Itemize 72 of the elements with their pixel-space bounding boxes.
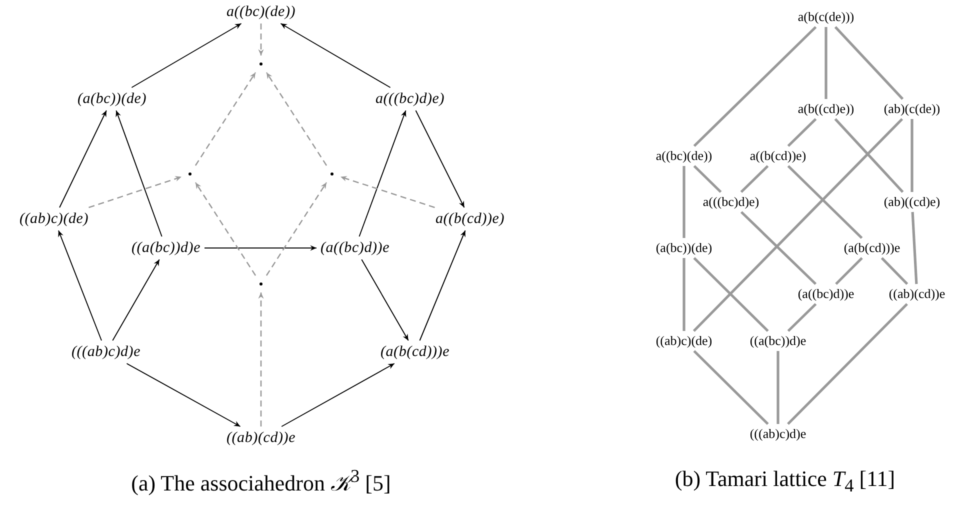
bracketing-label: a(b((cd)e)): [796, 100, 856, 118]
arrow: [258, 292, 264, 426]
bracketing-label: a(((bc)d)e): [700, 194, 762, 210]
bracketing-label: a((bc)(de)): [654, 148, 714, 164]
lattice-line: [835, 257, 863, 285]
vertex-dot: [188, 172, 192, 176]
bracketing-label: (a((bc)d))e: [796, 286, 856, 302]
lattice-line: [692, 118, 904, 332]
bracketing-label: ((ab)(cd))e: [224, 428, 298, 448]
lattice-line: [682, 258, 686, 331]
lattice-line: [776, 351, 780, 424]
lattice-line: [693, 165, 722, 193]
arrow: [340, 176, 435, 208]
bracketing-label: a((bc)(de)): [224, 2, 298, 22]
arrow: [194, 72, 256, 166]
lattice-line: [834, 26, 904, 100]
arrow: [88, 176, 182, 208]
arrow: [131, 23, 242, 88]
arrow: [281, 363, 395, 427]
lattice-line: [787, 303, 817, 332]
bracketing-label: (a(bc))(de): [654, 240, 714, 256]
lattice-line: [693, 26, 817, 147]
lattice-line: [740, 211, 817, 285]
arrow: [361, 259, 409, 341]
arrow: [59, 110, 107, 208]
arrow: [419, 230, 466, 341]
lattice-line: [911, 212, 918, 284]
vertex-dot: [330, 172, 334, 176]
bracketing-label: a(b(c(de))): [796, 8, 856, 26]
figure-caption: (b) Tamari lattice T$_{4}$ [11]: [674, 466, 896, 496]
vertex-dot: [260, 62, 262, 66]
arrow: [415, 110, 465, 208]
arrow: [126, 363, 241, 427]
arrow: [204, 245, 317, 251]
bracketing-label: (a(bc))(de): [75, 90, 149, 108]
lattice-line: [834, 118, 904, 193]
lattice-line: [682, 166, 686, 238]
arrow: [116, 110, 162, 237]
figure-caption: (a) The associahedron 𝒦$^{3}$ [5]: [131, 466, 391, 496]
bracketing-label: ((ab)c)(de): [654, 332, 714, 350]
arrow: [112, 259, 160, 341]
lattice-line: [740, 165, 769, 193]
bracketing-label: ((ab)(cd))e: [886, 286, 948, 302]
arrow: [194, 182, 256, 276]
bracketing-label: a(((bc)d)e): [373, 90, 447, 108]
bracketing-label: ((a(bc))d)e: [748, 332, 808, 350]
vertex-dot: [260, 282, 262, 286]
lattice-line: [910, 119, 914, 192]
arrow: [266, 72, 328, 166]
bracketing-label: a((b(cd))e): [433, 210, 507, 228]
lattice-line: [880, 257, 908, 285]
bracketing-label: a((b(cd))e): [748, 148, 808, 164]
lattice-line: [787, 165, 863, 239]
lattice-line: [693, 257, 769, 332]
lattice-line: [787, 303, 908, 425]
bracketing-label: (a(b(cd)))e: [842, 240, 902, 256]
arrow: [266, 182, 328, 276]
arrow: [258, 24, 264, 56]
bracketing-label: (((ab)c)d)e: [748, 426, 808, 442]
arrow: [58, 230, 102, 341]
bracketing-label: (ab)(c(de)): [882, 100, 942, 118]
lattice-line: [787, 118, 817, 147]
arrow: [280, 23, 391, 88]
lattice-line: [824, 27, 828, 99]
bracketing-label: ((ab)c)(de): [17, 210, 91, 228]
arrow: [358, 110, 406, 237]
bracketing-label: (a(b(cd)))e: [378, 342, 452, 362]
bracketing-label: (ab)((cd)e): [882, 194, 942, 210]
bracketing-label: ((a(bc))d)e: [129, 238, 203, 258]
bracketing-label: (((ab)c)d)e: [69, 342, 143, 362]
bracketing-label: (a((bc)d))e: [318, 238, 392, 258]
lattice-line: [693, 350, 769, 425]
